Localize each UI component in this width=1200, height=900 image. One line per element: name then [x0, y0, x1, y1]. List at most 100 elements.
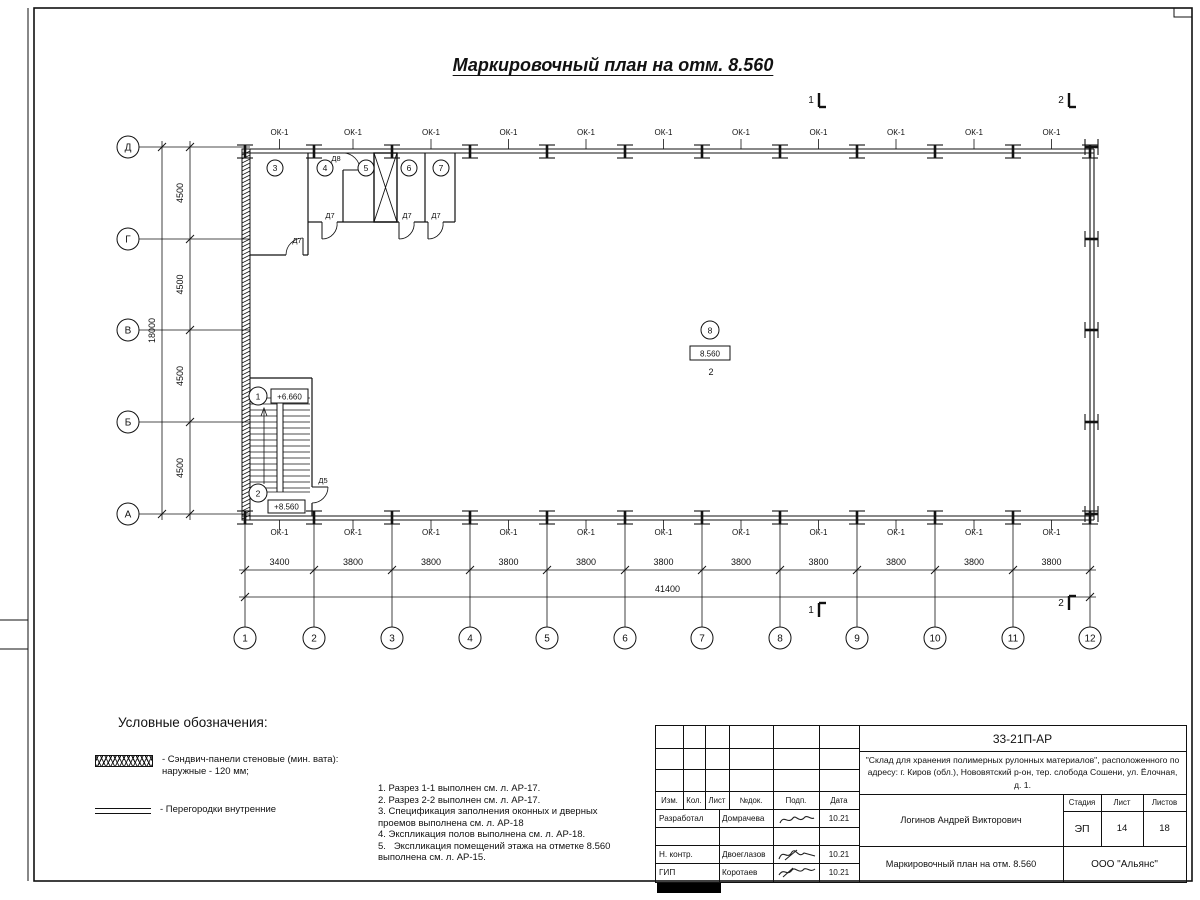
window-mark-label: ОК-1	[422, 128, 441, 137]
stamp-line	[656, 769, 859, 770]
col-axis-circle	[613, 626, 637, 650]
dim-tick	[775, 565, 785, 575]
project-description: "Склад для хранения полимерных рулонных …	[865, 754, 1180, 790]
note-line: 3. Спецификация заполнения оконных и две…	[378, 806, 598, 829]
window-mark-label: ОК-1	[271, 128, 290, 137]
wall-left-hatch	[241, 258, 251, 264]
stamp-line	[1063, 811, 1186, 812]
dim-tick	[542, 565, 552, 575]
elevation-box	[270, 388, 309, 404]
stamp-line	[1143, 794, 1144, 846]
window-mark-label: ОК-1	[965, 128, 984, 137]
wall-left-hatch	[241, 390, 251, 396]
wall-left-hatch	[241, 482, 251, 488]
stamp-line	[859, 846, 1186, 847]
dim-label: 4500	[175, 274, 185, 294]
dim-tick	[157, 142, 167, 152]
signature	[778, 849, 816, 861]
sandwich-panel-symbol	[95, 755, 153, 767]
row-axis-label: Г	[125, 235, 131, 246]
stamp-line	[859, 726, 860, 882]
window-mark-label: ОК-1	[271, 528, 290, 537]
dim-tick	[852, 565, 862, 575]
section-label: 2	[1058, 95, 1064, 106]
dim-label: 3800	[576, 557, 596, 567]
dim-tick	[930, 565, 940, 575]
elevation-label: +8.560	[274, 503, 299, 512]
partition-symbol	[95, 808, 151, 814]
wall-left-hatch	[241, 274, 251, 280]
wall-left-hatch	[241, 282, 251, 288]
signature	[779, 816, 815, 824]
col-header-ndoc: №док.	[739, 795, 763, 805]
dim-tick	[620, 565, 630, 575]
row-axis-label: В	[125, 326, 132, 337]
row-axis-label: А	[125, 510, 132, 521]
wall-left-hatch	[241, 314, 251, 320]
stair-arrow-head	[260, 406, 268, 417]
door-swing	[427, 221, 444, 240]
role-label: ГИП	[659, 868, 676, 877]
zone-label: 2	[708, 367, 713, 377]
wall-left-hatch	[241, 210, 251, 216]
elevation-label: +6.660	[277, 393, 302, 402]
sheets-header: Листов	[1151, 798, 1178, 807]
col-axis-circle	[535, 626, 559, 650]
wall-left-hatch	[241, 206, 251, 212]
stamp-line	[1101, 794, 1102, 846]
role-name: Коротаев	[722, 868, 758, 877]
wall-left-hatch	[241, 454, 251, 460]
col-header-data: Дата	[830, 795, 848, 805]
wall-left-hatch	[241, 334, 251, 340]
window-mark-label: ОК-1	[887, 128, 906, 137]
dim-label: 3800	[1041, 557, 1061, 567]
room-number: 3	[273, 163, 278, 173]
dim-tick	[157, 509, 167, 519]
role-label: Н. контр.	[659, 849, 693, 859]
window-mark-label: ОК-1	[500, 528, 519, 537]
col-axis-circle	[690, 626, 714, 650]
col-axis-label: 9	[854, 634, 860, 645]
wall-left-hatch	[241, 410, 251, 416]
row-axis-label: Б	[125, 418, 132, 429]
col-axis-circle	[845, 626, 869, 650]
wall-left-hatch	[241, 426, 251, 432]
dim-label: 3800	[653, 557, 673, 567]
wall-left-hatch	[241, 226, 251, 232]
window-mark-label: ОК-1	[422, 528, 441, 537]
col-axis-circle	[302, 626, 326, 650]
wall-left-hatch	[241, 398, 251, 404]
stage-header: Стадия	[1068, 798, 1096, 807]
row-axis-circle	[116, 227, 140, 251]
wall-left-hatch	[241, 218, 251, 224]
legend: Условные обозначения: - Сэндвич-панели с…	[95, 715, 395, 816]
note-line: 4. Экспликация полов выполнена см. л. АР…	[378, 829, 586, 840]
dim-label: 3800	[808, 557, 828, 567]
elevation-label: 8.560	[700, 350, 721, 359]
door-mark: Д7	[431, 211, 440, 220]
dim-tick	[185, 417, 195, 427]
dim-tick	[1008, 565, 1018, 575]
legend-title: Условные обозначения:	[118, 715, 268, 730]
wall-left-hatch	[241, 262, 251, 268]
shaft-diagonal	[373, 152, 398, 223]
wall-left-hatch	[241, 294, 251, 300]
col-header-kol: Кол.	[686, 795, 702, 805]
wall-left-hatch	[241, 494, 251, 500]
window-mark-label: ОК-1	[655, 528, 674, 537]
wall-left-hatch	[241, 166, 251, 172]
wall-left-hatch	[241, 158, 251, 164]
wall-left-hatch	[241, 246, 251, 252]
dim-tick	[185, 509, 195, 519]
wall-left-hatch	[241, 194, 251, 200]
wall-left-hatch	[241, 450, 251, 456]
wall-left-hatch	[241, 302, 251, 308]
col-axis-label: 2	[311, 634, 317, 645]
room-number: 1	[256, 392, 261, 402]
wall-left-hatch	[241, 486, 251, 492]
dim-tick	[240, 592, 250, 602]
dim-label: 3800	[343, 557, 363, 567]
stamp-line	[656, 791, 859, 792]
dim-tick	[309, 565, 319, 575]
col-header-izm: Изм.	[661, 795, 678, 805]
